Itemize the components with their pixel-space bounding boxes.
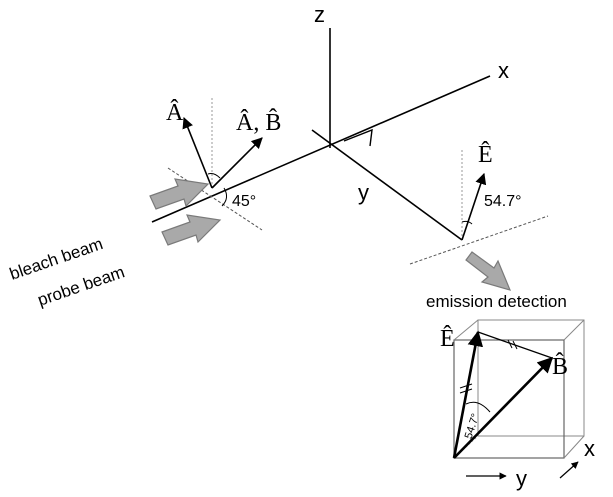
cube-b-label: B̂ bbox=[552, 352, 568, 380]
angle-54-arc bbox=[461, 220, 473, 225]
cube-x-axis-label: x bbox=[584, 436, 595, 461]
emission-plane-line bbox=[409, 215, 549, 265]
equal-mark bbox=[512, 340, 518, 350]
cube-y-axis-label: y bbox=[516, 466, 527, 491]
probe-beam-arrow bbox=[161, 214, 222, 246]
cube-edge bbox=[563, 319, 585, 341]
coordinate-axes bbox=[151, 28, 491, 241]
z-axis-label: z bbox=[314, 2, 325, 27]
vector-ab-arrow bbox=[211, 137, 263, 189]
equal-mark bbox=[459, 383, 473, 389]
emission-detection-arrow bbox=[465, 251, 512, 291]
cube-b-vector bbox=[453, 356, 554, 459]
y-axis-line bbox=[311, 129, 463, 241]
emission-point bbox=[409, 150, 549, 265]
angle-45-arc bbox=[207, 173, 221, 179]
cube-e-label: Ê bbox=[440, 326, 455, 352]
vector-e-label: Ê bbox=[478, 142, 493, 168]
equal-mark bbox=[507, 339, 513, 349]
vector-a-arrow bbox=[182, 116, 213, 189]
vector-ab-label: Â, B̂ bbox=[236, 108, 281, 136]
bleach-beam-arrow bbox=[149, 178, 210, 210]
cube-back-face bbox=[477, 319, 585, 437]
detection-cube: 54.7° bbox=[452, 319, 585, 459]
cube-edge bbox=[563, 435, 585, 459]
x-axis-label: x bbox=[498, 58, 509, 83]
x-axis-line bbox=[151, 75, 491, 223]
cube-edge bbox=[453, 319, 479, 341]
excitation-point bbox=[167, 98, 263, 231]
angle-54-label: 54.7° bbox=[484, 193, 522, 210]
y-axis-label: y bbox=[358, 180, 369, 205]
cube-front-face bbox=[453, 339, 565, 459]
angle-45-arc-outer bbox=[221, 187, 228, 207]
cube-angle-arc bbox=[465, 401, 491, 413]
emission-detection-label: emission detection bbox=[426, 292, 567, 311]
cube-x-axis-arrow bbox=[559, 461, 579, 479]
vector-e-arrow bbox=[461, 172, 487, 241]
right-angle-marker bbox=[343, 128, 373, 147]
vector-a-label: Â bbox=[166, 100, 184, 126]
equal-mark bbox=[459, 388, 473, 394]
angle-45-label: 45° bbox=[232, 193, 256, 210]
excitation-plane-line bbox=[167, 167, 263, 231]
cube-e-vector bbox=[452, 330, 484, 459]
